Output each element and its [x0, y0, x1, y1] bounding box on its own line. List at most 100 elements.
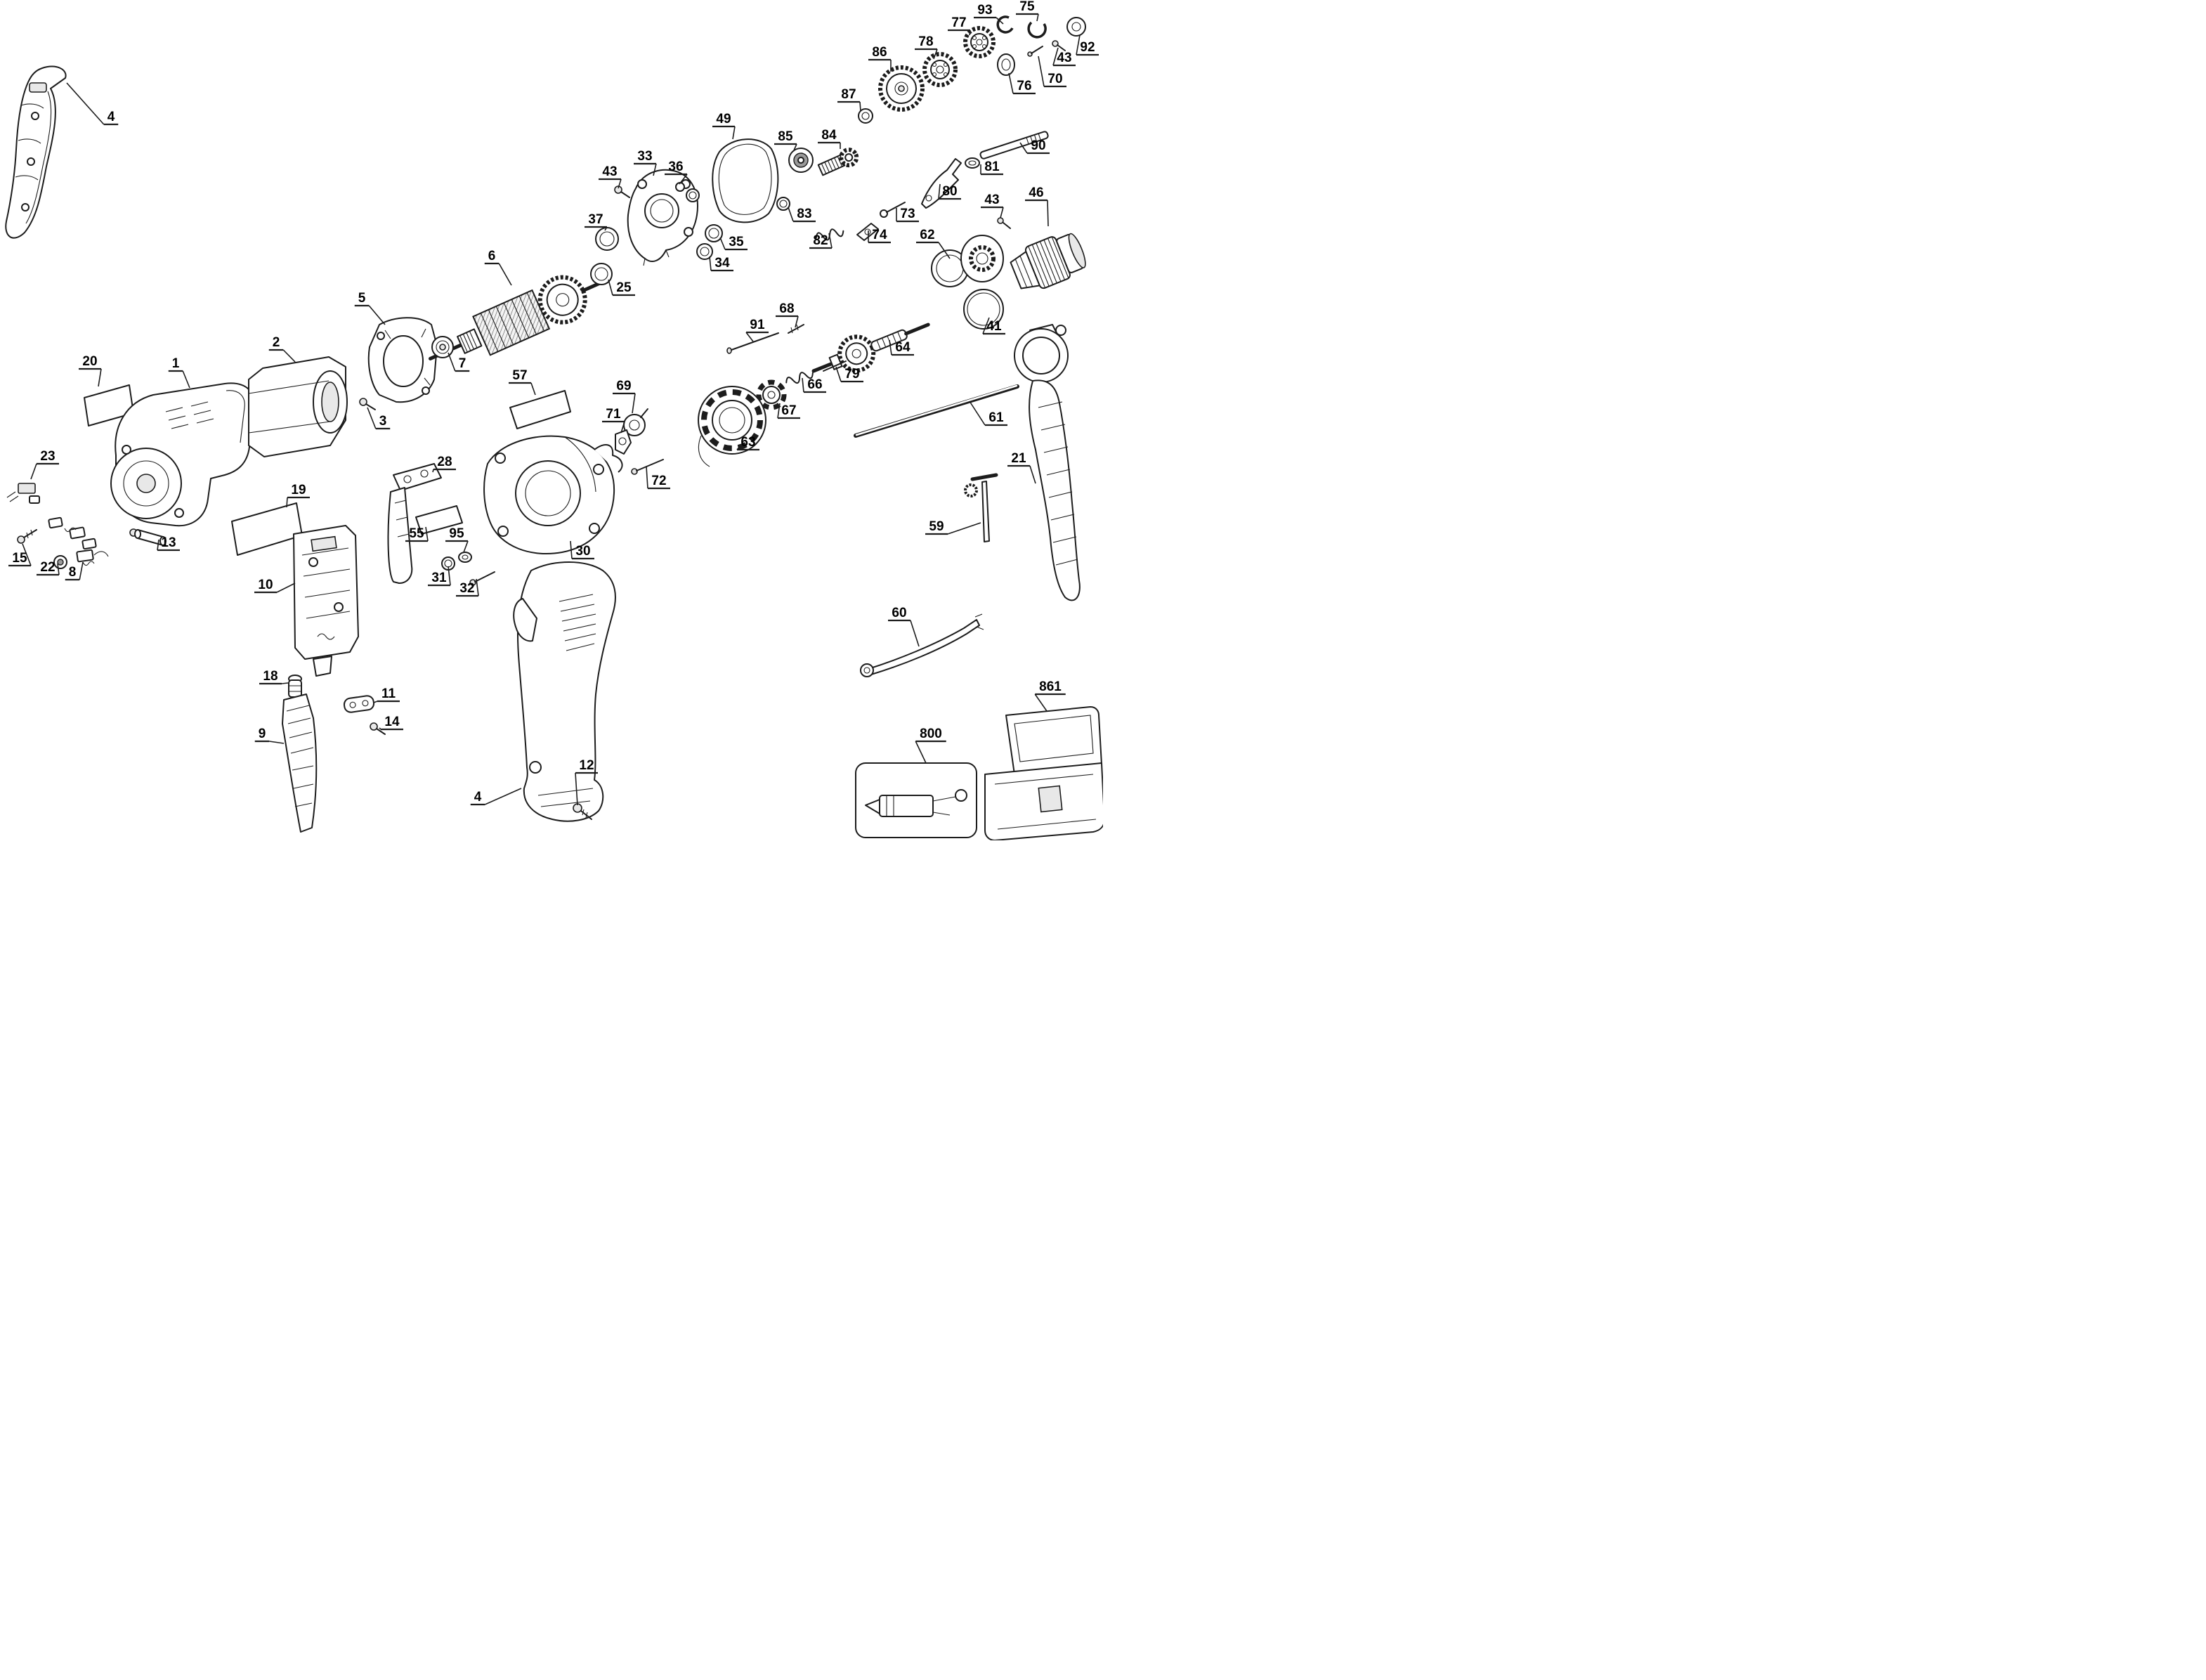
part-number: 71 — [606, 407, 621, 422]
washer-part-76 — [997, 53, 1015, 76]
roller-part-81 — [965, 157, 980, 169]
part-number: 67 — [781, 403, 796, 418]
part-number: 70 — [1047, 72, 1062, 86]
part-number: 59 — [929, 519, 944, 534]
callout-71: 71 — [602, 407, 625, 434]
part-number: 87 — [841, 87, 856, 102]
callout-21: 21 — [1007, 451, 1036, 484]
part-number: 21 — [1011, 451, 1026, 466]
callout-79: 79 — [835, 366, 863, 383]
pin-part-32 — [469, 571, 495, 586]
part-number: 30 — [575, 544, 590, 559]
callout-95: 95 — [445, 526, 469, 553]
part-number: 28 — [437, 455, 452, 469]
callout-93: 93 — [974, 3, 1004, 25]
callout-76: 76 — [1008, 72, 1036, 95]
key-holder-part — [860, 613, 984, 677]
part-number: 34 — [714, 256, 730, 271]
part-number: 93 — [977, 3, 992, 18]
chuck-key-part — [964, 473, 998, 542]
washer-part-37 — [595, 227, 619, 251]
brush-holder-part-28 — [387, 463, 442, 584]
callout-59: 59 — [925, 519, 981, 535]
callout-33: 33 — [634, 149, 657, 176]
part-number: 22 — [40, 560, 55, 575]
retaining-clip-93-part — [996, 15, 1014, 34]
callout-41: 41 — [982, 317, 1005, 335]
callout-25: 25 — [608, 279, 635, 297]
callout-3: 3 — [367, 407, 391, 430]
callout-91: 91 — [745, 318, 769, 342]
pin-part-72 — [631, 459, 664, 475]
part-number: 1 — [172, 356, 180, 371]
part-number: 861 — [1039, 679, 1062, 694]
pin-part-13 — [129, 528, 167, 546]
part-number: 7 — [459, 356, 466, 371]
part-number: 49 — [716, 112, 731, 126]
sticker-label-19 — [231, 502, 303, 556]
callout-37: 37 — [585, 212, 608, 231]
callout-32: 32 — [456, 578, 479, 597]
callout-14: 14 — [379, 715, 403, 731]
cord-clamp-part-11 — [343, 695, 375, 713]
cord-protector-part-18 — [288, 675, 302, 698]
callout-69: 69 — [613, 379, 636, 414]
callout-43: 43 — [981, 193, 1004, 219]
part-number: 74 — [872, 228, 887, 242]
callout-77: 77 — [948, 15, 971, 36]
part-number: 20 — [82, 354, 97, 369]
part-number: 35 — [729, 235, 744, 249]
pinion-shaft-part — [817, 148, 859, 176]
callout-73: 73 — [896, 207, 919, 223]
gasket-part — [712, 138, 779, 223]
part-number: 36 — [668, 159, 683, 174]
callout-2: 2 — [268, 335, 296, 363]
screw-14-part — [370, 722, 386, 735]
callout-57: 57 — [509, 368, 536, 396]
screw-43b-part — [614, 185, 630, 198]
side-handle-part — [1014, 324, 1081, 601]
ball-ring-36-part — [675, 182, 700, 202]
callout-861: 861 — [1034, 679, 1066, 712]
callout-63: 63 — [736, 435, 759, 451]
bearing-part-85 — [788, 148, 814, 173]
part-number: 81 — [984, 159, 1000, 174]
callout-78: 78 — [915, 34, 938, 60]
callout-83: 83 — [788, 207, 816, 223]
callout-60: 60 — [888, 606, 920, 647]
part-number: 84 — [821, 128, 837, 143]
washer-part-87 — [858, 108, 873, 124]
callout-68: 68 — [776, 301, 799, 328]
spindle-part — [811, 323, 930, 373]
spindle-collar-part — [931, 235, 1004, 287]
screw-15-part — [17, 529, 37, 544]
part-number: 57 — [512, 368, 527, 383]
callout-36: 36 — [665, 159, 688, 185]
part-number: 13 — [161, 535, 176, 550]
washer-part-92 — [1066, 17, 1086, 37]
screw-43a-part — [1052, 40, 1066, 51]
callout-13: 13 — [157, 535, 180, 552]
part-number: 8 — [69, 565, 77, 580]
callout-4: 4 — [470, 788, 522, 806]
callout-43: 43 — [599, 164, 622, 189]
part-number: 9 — [259, 727, 266, 741]
callout-11: 11 — [373, 686, 400, 703]
part-number: 18 — [263, 669, 278, 684]
callout-23: 23 — [30, 449, 59, 480]
callout-82: 82 — [809, 233, 833, 249]
callout-7: 7 — [448, 352, 470, 372]
gear-part-78 — [922, 52, 958, 87]
callout-30: 30 — [570, 540, 594, 560]
callout-28: 28 — [432, 455, 456, 473]
part-number: 46 — [1029, 185, 1043, 200]
callout-92: 92 — [1076, 34, 1099, 56]
callout-18: 18 — [259, 669, 289, 685]
part-number: 41 — [986, 319, 1002, 334]
part-number: 79 — [844, 367, 859, 382]
pin-part-73 — [880, 202, 906, 218]
callout-67: 67 — [777, 403, 800, 419]
callout-87: 87 — [837, 87, 861, 112]
part-number: 78 — [918, 34, 933, 49]
